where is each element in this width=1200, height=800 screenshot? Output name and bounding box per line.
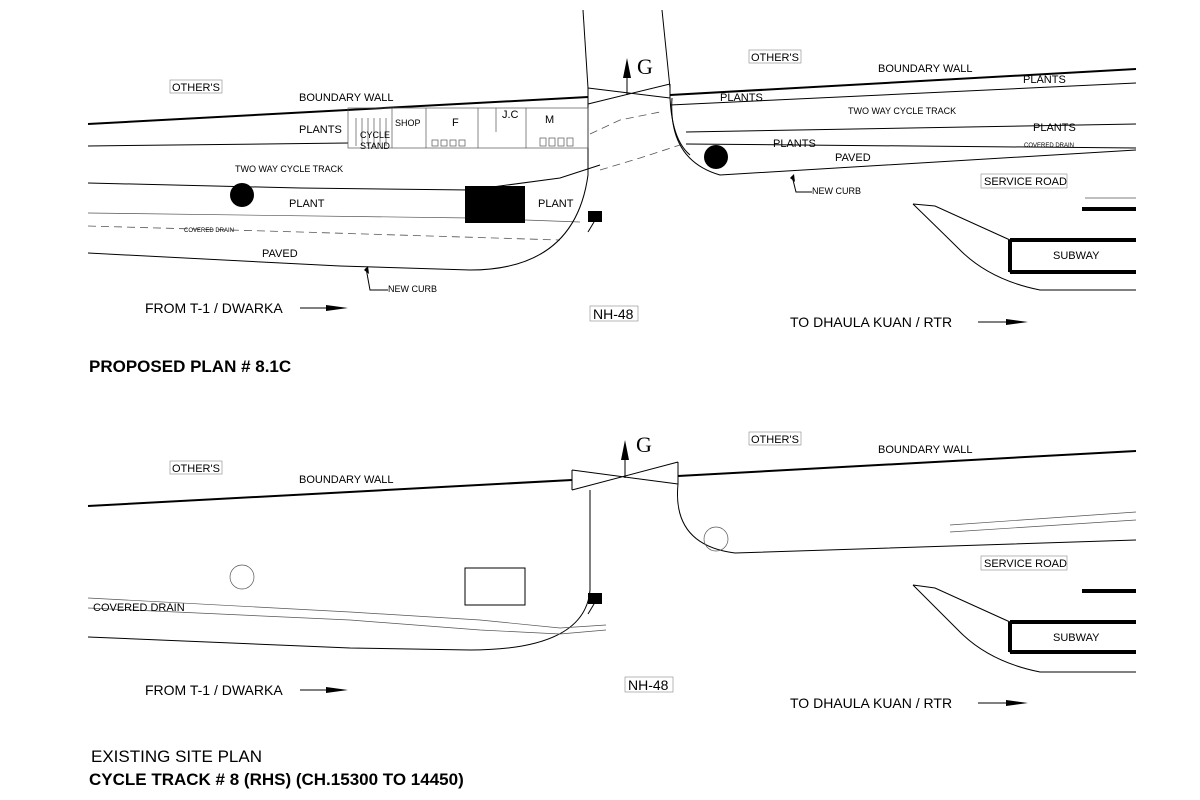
shop-label: SHOP bbox=[395, 118, 421, 128]
toilet-m-label: M bbox=[545, 114, 554, 126]
two-way-right-label: TWO WAY CYCLE TRACK bbox=[848, 106, 956, 116]
new-curb-left bbox=[87, 104, 589, 271]
cycle-track-right-lower bbox=[685, 123, 1137, 133]
new-curb-left-leader bbox=[365, 267, 388, 291]
drawing-title: CYCLE TRACK # 8 (RHS) (CH.15300 TO 14450… bbox=[89, 770, 464, 789]
kiosk-outline-existing bbox=[464, 567, 526, 606]
highway-label-existing: NH-48 bbox=[628, 677, 669, 693]
to-direction-label-existing: TO DHAULA KUAN / RTR bbox=[790, 695, 952, 711]
boundary-wall-right-existing bbox=[677, 450, 1137, 477]
covered-drain-line-2 bbox=[87, 607, 607, 635]
others-left-label-existing: OTHER'S bbox=[172, 463, 220, 475]
new-curb-right bbox=[671, 97, 1137, 176]
to-arrow-head-existing bbox=[1006, 700, 1028, 706]
subway-walls bbox=[1008, 238, 1136, 274]
tree-left bbox=[230, 183, 254, 207]
plants-strip-line bbox=[87, 142, 349, 147]
gate-symbol bbox=[587, 83, 671, 105]
plants-right-a-label: PLANTS bbox=[1033, 122, 1076, 134]
paved-right-label: PAVED bbox=[835, 152, 871, 164]
wc-fixtures bbox=[431, 137, 574, 147]
gate-label: G bbox=[637, 54, 653, 79]
covered-drain-right-label: COVERED DRAIN bbox=[1024, 143, 1074, 149]
cycle-stand-label-1: CYCLE bbox=[360, 130, 390, 140]
toilet-jc-label: J.C bbox=[502, 109, 519, 121]
kiosk-block bbox=[465, 186, 525, 223]
proposed-plan-title: PROPOSED PLAN # 8.1C bbox=[89, 357, 291, 376]
from-arrow-head bbox=[326, 305, 348, 311]
subway-label: SUBWAY bbox=[1053, 250, 1100, 262]
plants-right-top-label: PLANTS bbox=[1023, 74, 1066, 86]
boundary-wall-right-label-existing: BOUNDARY WALL bbox=[878, 444, 973, 456]
plants-right-b-label: PLANTS bbox=[773, 138, 816, 150]
from-arrow-head-existing bbox=[326, 687, 348, 693]
boundary-wall-left-existing bbox=[87, 479, 573, 507]
new-curb-left-label: NEW CURB bbox=[388, 284, 437, 294]
signboard bbox=[588, 211, 602, 222]
gate-arrow-head-existing bbox=[621, 440, 629, 460]
covered-drain-line-1 bbox=[87, 597, 607, 629]
tree-right-existing bbox=[703, 526, 729, 552]
signboard-existing bbox=[588, 593, 602, 604]
boundary-wall-right bbox=[669, 68, 1137, 96]
facility-block bbox=[347, 107, 589, 149]
covered-drain-left bbox=[87, 225, 561, 241]
curb-right-top bbox=[669, 97, 691, 156]
service-road-label-existing: SERVICE ROAD bbox=[984, 558, 1067, 570]
from-direction-label-existing: FROM T-1 / DWARKA bbox=[145, 682, 283, 698]
signboard-post-existing bbox=[587, 603, 595, 615]
from-direction-label: FROM T-1 / DWARKA bbox=[145, 300, 283, 316]
to-arrow-head bbox=[1006, 319, 1028, 325]
curb-left-existing bbox=[87, 490, 591, 651]
to-direction-label: TO DHAULA KUAN / RTR bbox=[790, 314, 952, 330]
cycle-stand-label-2: STAND bbox=[360, 141, 390, 151]
cycle-track-crossing-upper bbox=[589, 111, 661, 135]
service-road-line-2 bbox=[949, 519, 1137, 533]
plants-right-mid-label: PLANTS bbox=[720, 92, 763, 104]
highway-label: NH-48 bbox=[593, 306, 634, 322]
proposed-plan: OTHER'S OTHER'S BOUNDARY WALL BOUNDARY W… bbox=[87, 9, 1137, 376]
others-right-label: OTHER'S bbox=[751, 52, 799, 64]
plant-strip-right-lower bbox=[685, 143, 1137, 149]
boundary-wall-right-label: BOUNDARY WALL bbox=[878, 63, 973, 75]
plant-right-label: PLANT bbox=[538, 198, 574, 210]
gate-label-existing: G bbox=[636, 432, 652, 457]
cycle-track-crossing-lower bbox=[599, 144, 681, 171]
cycle-stand-racks bbox=[355, 118, 387, 146]
toilet-f-label: F bbox=[452, 117, 459, 129]
others-right-label-existing: OTHER'S bbox=[751, 434, 799, 446]
others-left-label: OTHER'S bbox=[172, 82, 220, 94]
boundary-wall-left-label: BOUNDARY WALL bbox=[299, 92, 394, 104]
existing-plan-title: EXISTING SITE PLAN bbox=[91, 747, 262, 766]
subway-label-existing: SUBWAY bbox=[1053, 632, 1100, 644]
boundary-wall-left-label-existing: BOUNDARY WALL bbox=[299, 474, 394, 486]
subway-ramp-lower bbox=[912, 203, 1136, 291]
tree-left-existing bbox=[229, 564, 255, 590]
paved-left-label: PAVED bbox=[262, 248, 298, 260]
service-road-label: SERVICE ROAD bbox=[984, 176, 1067, 188]
plants-left-label: PLANTS bbox=[299, 124, 342, 136]
crossroad-right-edge bbox=[661, 9, 671, 89]
new-curb-right-leader bbox=[791, 175, 812, 193]
subway-ramp-lower-existing bbox=[912, 584, 1136, 673]
service-road-line-1 bbox=[949, 511, 1137, 526]
plant-strip-right-edge bbox=[669, 82, 1137, 106]
plant-left-label: PLANT bbox=[289, 198, 325, 210]
existing-plan: OTHER'S OTHER'S BOUNDARY WALL BOUNDARY W… bbox=[87, 431, 1137, 789]
boundary-wall-left bbox=[87, 96, 589, 125]
gate-arrow-head bbox=[623, 58, 631, 78]
two-way-left-label: TWO WAY CYCLE TRACK bbox=[235, 164, 343, 174]
new-curb-right-label: NEW CURB bbox=[812, 186, 861, 196]
subway-walls-existing bbox=[1008, 620, 1136, 654]
facility-dividers bbox=[391, 108, 527, 148]
curb-right-existing bbox=[676, 483, 1137, 554]
signboard-post bbox=[587, 221, 595, 233]
covered-drain-left-label: COVERED DRAIN bbox=[184, 228, 234, 234]
covered-drain-label-existing: COVERED DRAIN bbox=[93, 602, 185, 614]
crossroad-left-edge bbox=[582, 9, 589, 89]
tree-right bbox=[704, 145, 728, 169]
